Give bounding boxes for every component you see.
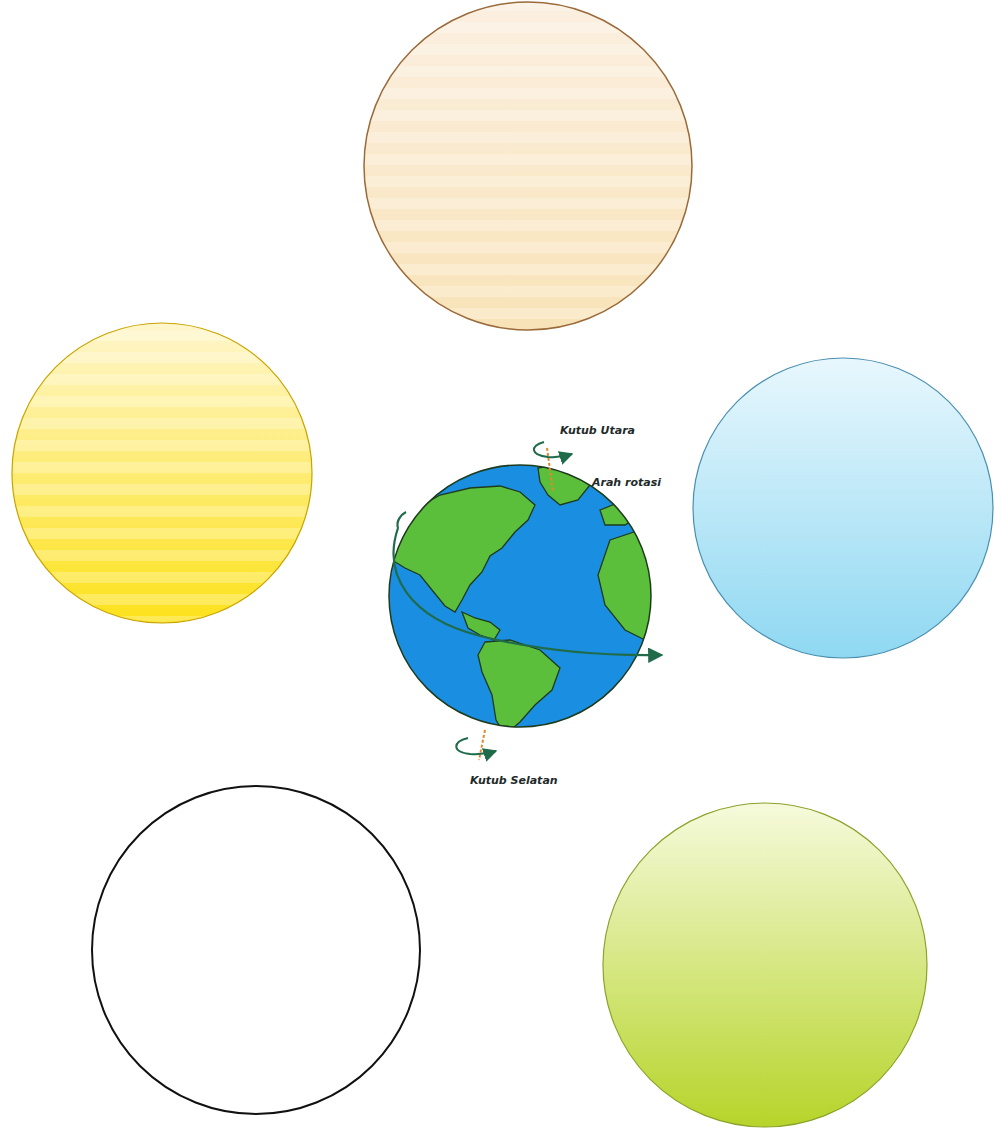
north-pole-axis [534,442,572,492]
right-circle [693,358,993,658]
bottom-right-circle [603,803,927,1127]
left-circle [12,323,312,623]
globe-label: Kutub Utara [560,424,635,437]
bottom-left-circle [92,786,420,1114]
earth-globe [389,464,662,735]
globe-label: Kutub Selatan [470,774,558,787]
globe-label: Arah rotasi [592,476,661,489]
south-pole-axis [456,730,496,760]
top-circle [364,2,692,330]
